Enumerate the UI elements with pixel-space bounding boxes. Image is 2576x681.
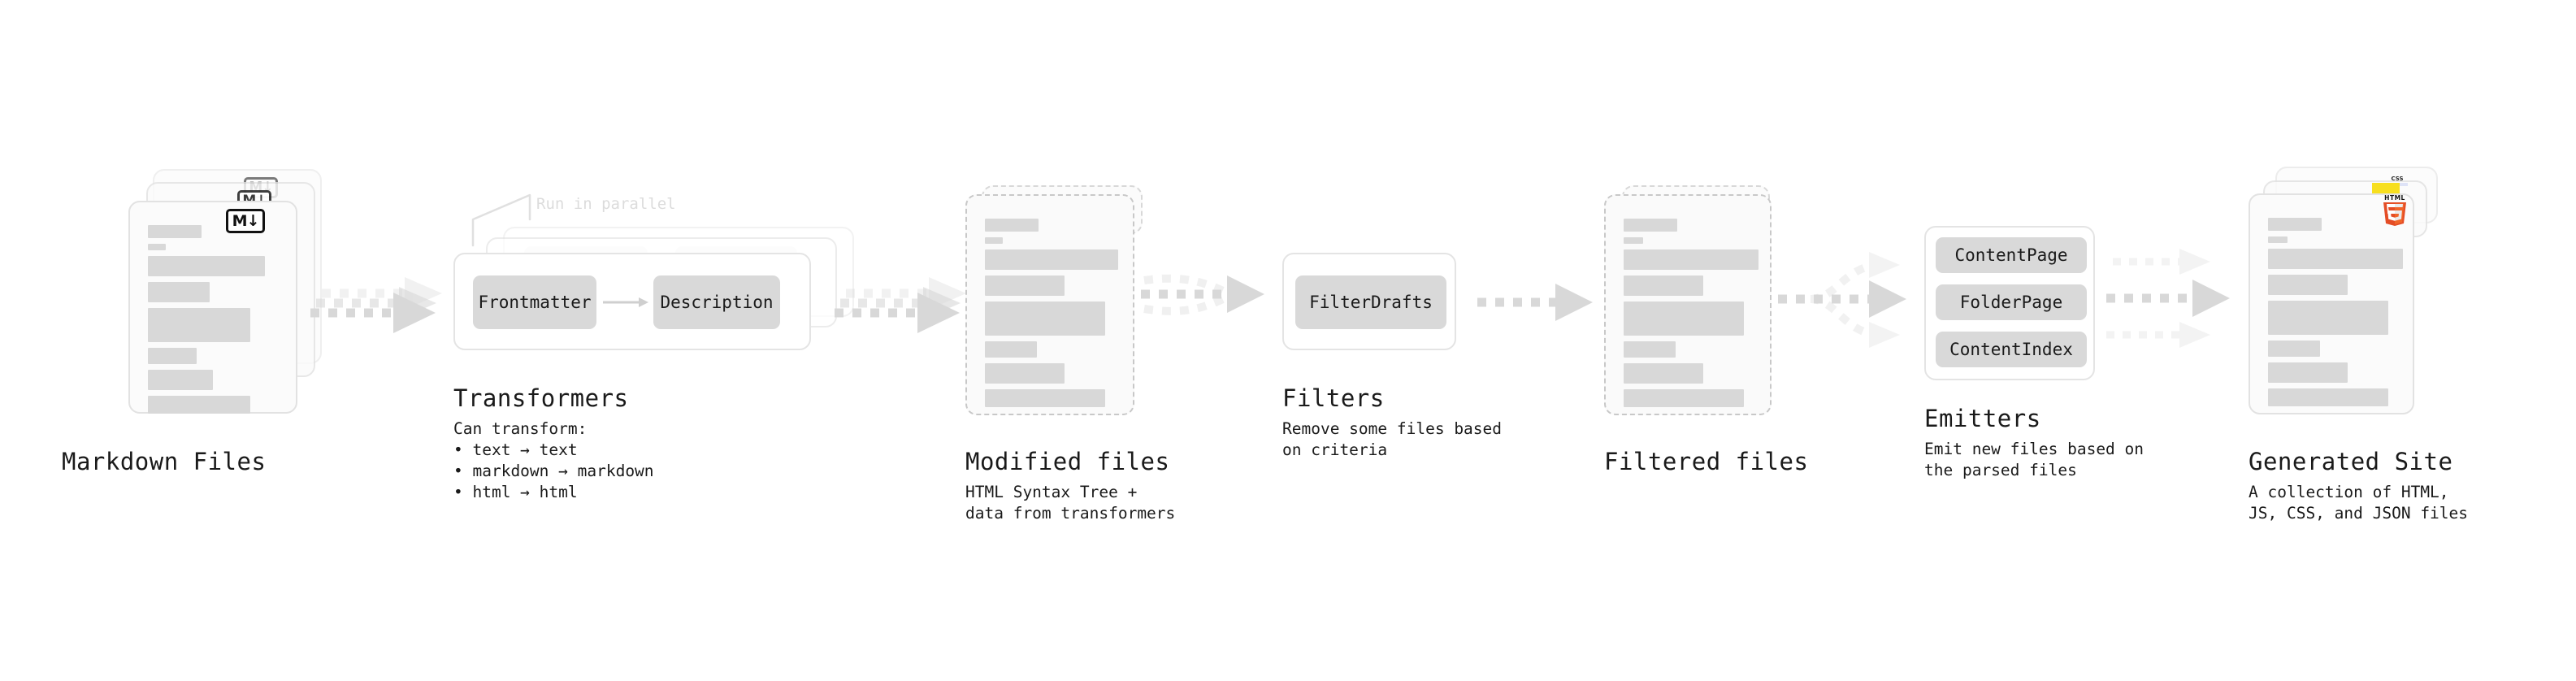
- doc-line: [1624, 237, 1643, 244]
- emitters-title: Emitters: [1924, 405, 2041, 432]
- doc-line: [1624, 363, 1703, 384]
- arrow-transformers-to-modified: [835, 277, 966, 333]
- emitters-chip-contentindex[interactable]: ContentIndex: [1936, 332, 2087, 367]
- doc-line: [2268, 275, 2348, 295]
- run-in-parallel-label: Run in parallel: [536, 195, 676, 213]
- arrow-modified-to-filters: [1141, 274, 1264, 315]
- doc-line: [148, 348, 197, 364]
- emitters-box: ContentPage FolderPage ContentIndex: [1924, 226, 2095, 380]
- transformer-chip-description[interactable]: Description: [653, 275, 780, 329]
- doc-line: [2268, 340, 2320, 357]
- filters-desc: Remove some files based on criteria: [1282, 419, 1503, 459]
- doc-line: [985, 219, 1039, 232]
- arrow-emitters-to-site: [2106, 249, 2230, 348]
- doc-line: [2268, 249, 2403, 269]
- filtered-files-title: Filtered files: [1604, 448, 1809, 475]
- markdown-files-title: Markdown Files: [62, 448, 267, 475]
- arrow-filters-to-filtered: [1477, 284, 1593, 321]
- doc-line: [985, 363, 1065, 384]
- filters-title: Filters: [1282, 384, 1385, 412]
- transformer-box-front: Frontmatter Description: [453, 253, 811, 350]
- doc-line: [148, 282, 210, 302]
- markdown-card-front: [128, 201, 297, 414]
- generated-card-front: [2249, 193, 2414, 414]
- generated-site-desc: A collection of HTML, JS, CSS, and JSON …: [2249, 483, 2469, 523]
- doc-line: [2268, 301, 2388, 335]
- filters-chip-filterdrafts[interactable]: FilterDrafts: [1295, 275, 1446, 329]
- doc-line: [2268, 362, 2348, 383]
- doc-line: [2268, 218, 2322, 231]
- arrow-filtered-to-emitters: [1778, 252, 1906, 348]
- doc-line: [1624, 301, 1744, 336]
- transformers-desc: Can transform: • text → text • markdown …: [453, 419, 654, 501]
- modified-card-front: [965, 194, 1134, 415]
- run-in-parallel-bracket: [471, 193, 531, 247]
- doc-line: [2268, 236, 2288, 243]
- doc-line: [985, 389, 1105, 407]
- transformer-chip-frontmatter[interactable]: Frontmatter: [473, 275, 596, 329]
- doc-line: [985, 341, 1037, 358]
- svg-text:CSS: CSS: [2391, 176, 2403, 182]
- filtered-card-front: [1604, 194, 1772, 415]
- doc-line: [148, 244, 166, 250]
- emitters-desc: Emit new files based on the parsed files: [1924, 440, 2144, 479]
- modified-files-desc: HTML Syntax Tree + data from transformer…: [965, 483, 1176, 523]
- transformers-title: Transformers: [453, 384, 629, 412]
- transformer-inner-arrow-main: [603, 297, 648, 307]
- doc-line: [148, 256, 265, 276]
- doc-line: [2268, 388, 2388, 406]
- doc-line: [1624, 275, 1703, 296]
- doc-line: [1624, 341, 1676, 358]
- doc-line: [1624, 389, 1744, 407]
- doc-line: [985, 237, 1003, 244]
- doc-line: [985, 249, 1118, 270]
- filters-box: FilterDrafts: [1282, 253, 1456, 350]
- doc-line: [148, 308, 250, 342]
- doc-line: [148, 225, 202, 238]
- svg-text:HTML: HTML: [2384, 194, 2405, 202]
- emitters-chip-contentpage[interactable]: ContentPage: [1936, 237, 2087, 273]
- emitters-chip-folderpage[interactable]: FolderPage: [1936, 284, 2087, 320]
- markdown-icon: M↓: [226, 209, 265, 233]
- generated-site-title: Generated Site: [2249, 448, 2453, 475]
- modified-files-title: Modified files: [965, 448, 1170, 475]
- doc-line: [148, 396, 250, 414]
- arrow-markdown-to-transformers: [310, 277, 442, 333]
- doc-line: [1624, 249, 1759, 270]
- doc-line: [1624, 219, 1677, 232]
- doc-line: [985, 275, 1065, 296]
- doc-line: [985, 301, 1105, 336]
- doc-line: [148, 370, 213, 390]
- html5-icon: HTML: [2381, 193, 2409, 226]
